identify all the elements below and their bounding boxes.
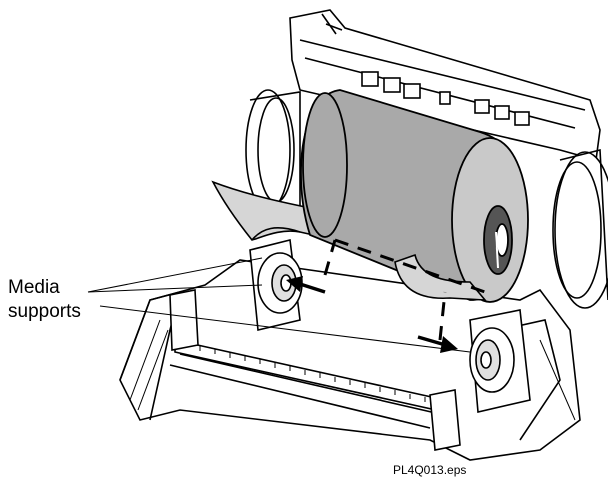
callout-line-1: Media — [8, 277, 60, 298]
figure-filename: PL4Q013.eps — [393, 463, 467, 477]
callout-leader-lines — [87, 257, 471, 353]
callout-line-2: supports — [8, 301, 81, 322]
left-hinge-disk — [245, 89, 301, 211]
media-roll — [300, 89, 529, 303]
left-motion-arrow — [286, 276, 326, 294]
right-hinge-disk — [552, 148, 608, 309]
media-supports-callout: Media supports — [8, 276, 81, 324]
printer-base — [119, 259, 581, 461]
alignment-guides — [323, 238, 486, 341]
printer-top-cover — [289, 9, 601, 162]
paper-leading-edge — [394, 253, 487, 301]
right-media-support — [429, 309, 531, 451]
